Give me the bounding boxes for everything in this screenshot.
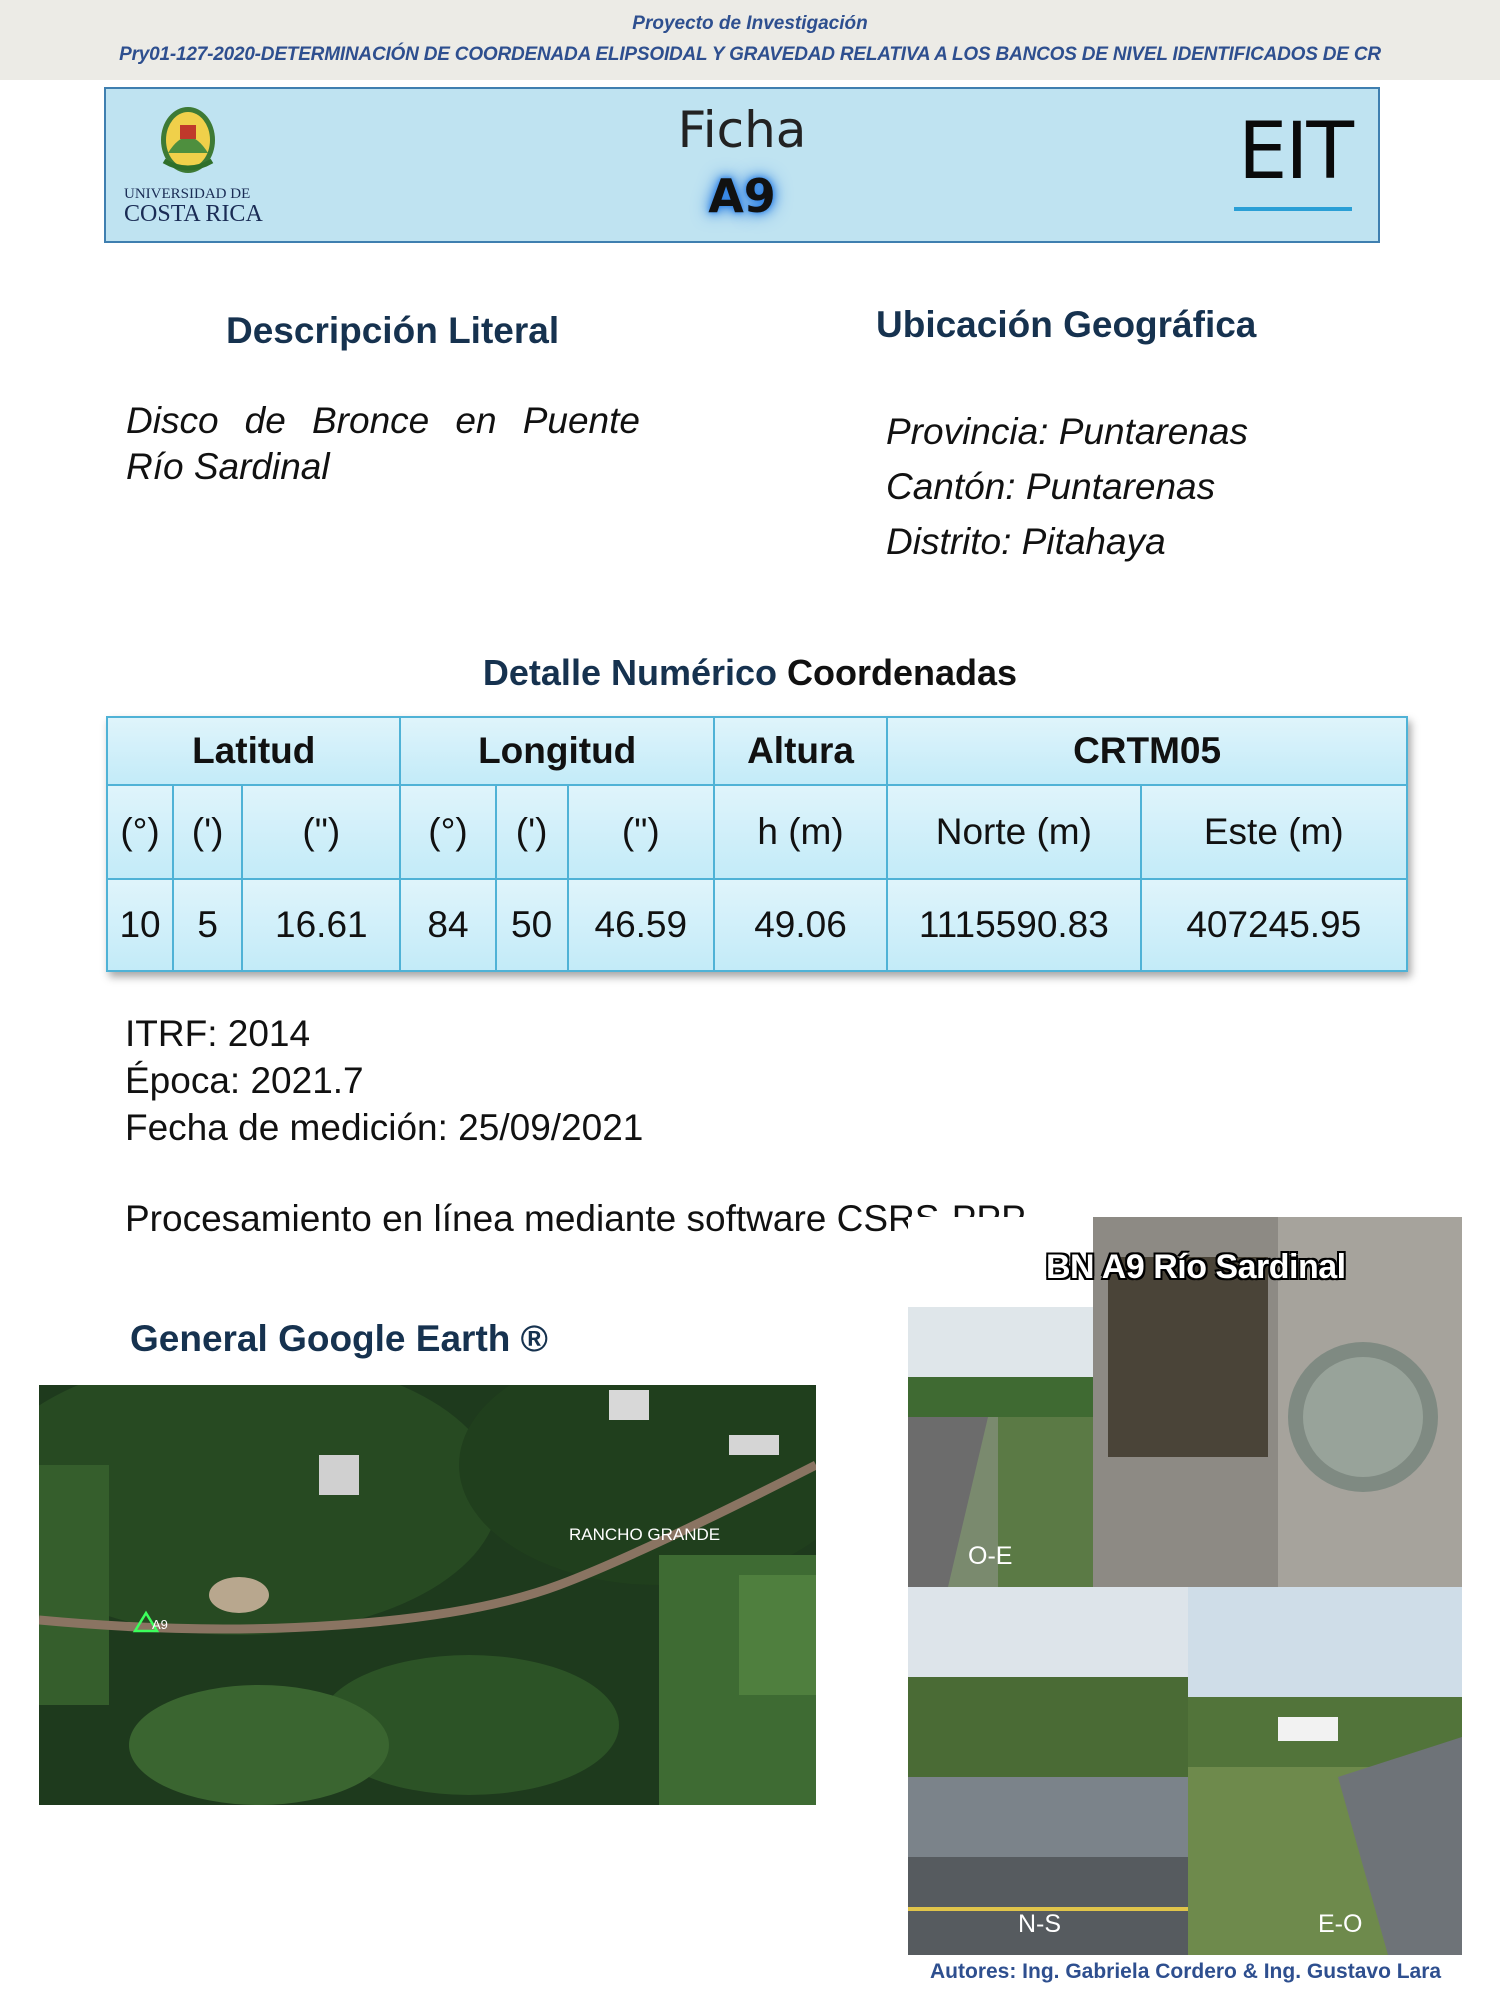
eit-underline <box>1234 207 1352 211</box>
project-label: Proyecto de Investigación <box>632 13 868 34</box>
ucr-logo: UNIVERSIDAD DE COSTA RICA <box>124 103 274 228</box>
detalle-heading-b: Coordenadas <box>787 652 1018 693</box>
descripcion-text: Disco de Bronce en Puente Río Sardinal <box>126 400 640 487</box>
ubicacion-block: Provincia: Puntarenas Cantón: Puntarenas… <box>886 404 1248 569</box>
ucr-seal-icon: UNIVERSIDAD DE COSTA RICA <box>124 107 263 227</box>
value-cell: 84 <box>399 878 497 972</box>
coordinates-table: Latitud Longitud Altura CRTM05 (°) (') (… <box>105 716 1409 972</box>
value-cell: 16.61 <box>241 878 402 972</box>
unit-cell: (") <box>241 784 402 880</box>
map-place-label: RANCHO GRANDE <box>569 1525 720 1544</box>
unit-cell: (°) <box>105 784 175 880</box>
unit-cell: (') <box>172 784 244 880</box>
value-cell: 46.59 <box>566 878 715 972</box>
ficha-header: UNIVERSIDAD DE COSTA RICA Ficha A9 EIT <box>104 87 1380 243</box>
detalle-heading-a: Detalle Numérico <box>482 652 778 693</box>
photo-collage: O-E N-S E-O <box>908 1217 1462 1955</box>
value-cell: 10 <box>105 878 175 972</box>
epoca-text: Época: 2021.7 <box>125 1060 364 1101</box>
authors-footer: Autores: Ing. Gabriela Cordero & Ing. Gu… <box>930 1960 1442 1983</box>
value-cell: 5 <box>172 878 244 972</box>
photo-label-oe: O-E <box>968 1542 1012 1570</box>
value-cell: 49.06 <box>712 878 889 972</box>
group-header: CRTM05 <box>886 716 1408 786</box>
map-marker-label: A9 <box>152 1617 168 1632</box>
photo-label-eo: E-O <box>1318 1910 1362 1938</box>
photo-label-ns: N-S <box>1018 1910 1061 1938</box>
procesamiento-text: Procesamiento en línea mediante software… <box>125 1198 1026 1239</box>
group-header: Altura <box>712 716 889 786</box>
ubicacion-heading: Ubicación Geográfica <box>876 304 1257 345</box>
table-row: (°) (') (") (°) (') (") h (m) Norte (m) … <box>105 784 1409 880</box>
photo-title: BN A9 Río Sardinal <box>1046 1248 1346 1286</box>
itrf-text: ITRF: 2014 <box>125 1013 311 1054</box>
project-title: Pry01-127-2020-DETERMINACIÓN DE COORDENA… <box>119 44 1381 65</box>
group-header: Latitud <box>105 716 402 786</box>
ficha-code: A9 <box>708 169 776 223</box>
a9-marker-icon: A9 <box>132 1610 168 1633</box>
eit-logo: EIT <box>1238 107 1354 197</box>
metadata-block: ITRF: 2014 Época: 2021.7 Fecha de medici… <box>125 1010 643 1151</box>
project-banner: Proyecto de Investigación Pry01-127-2020… <box>0 0 1500 80</box>
table-row: 10 5 16.61 84 50 46.59 49.06 1115590.83 … <box>105 878 1409 972</box>
logo-line2: COSTA RICA <box>124 201 263 227</box>
unit-cell: (°) <box>399 784 497 880</box>
satellite-image: RANCHO GRANDE A9 <box>39 1385 816 1805</box>
value-cell: 1115590.83 <box>886 878 1142 972</box>
descripcion-heading: Descripción Literal <box>226 310 560 351</box>
unit-cell: (') <box>494 784 569 880</box>
unit-cell: Este (m) <box>1139 784 1409 880</box>
site-photos: O-E N-S E-O <box>908 1217 1462 1955</box>
provincia-text: Provincia: Puntarenas <box>886 411 1248 452</box>
unit-cell: h (m) <box>712 784 889 880</box>
satellite-map: RANCHO GRANDE A9 <box>39 1385 816 1805</box>
distrito-text: Distrito: Pitahaya <box>886 521 1166 562</box>
value-cell: 50 <box>494 878 569 972</box>
value-cell: 407245.95 <box>1139 878 1409 972</box>
logo-line1: UNIVERSIDAD DE <box>124 186 250 202</box>
unit-cell: Norte (m) <box>886 784 1142 880</box>
map-heading: General Google Earth ® <box>130 1318 548 1359</box>
unit-cell: (") <box>566 784 715 880</box>
fecha-text: Fecha de medición: 25/09/2021 <box>125 1107 644 1148</box>
group-header: Longitud <box>399 716 715 786</box>
table-row: Latitud Longitud Altura CRTM05 <box>105 716 1408 786</box>
detalle-heading: Detalle Numérico Coordenadas <box>0 652 1500 694</box>
ficha-title: Ficha <box>677 101 807 159</box>
canton-text: Cantón: Puntarenas <box>886 466 1216 507</box>
